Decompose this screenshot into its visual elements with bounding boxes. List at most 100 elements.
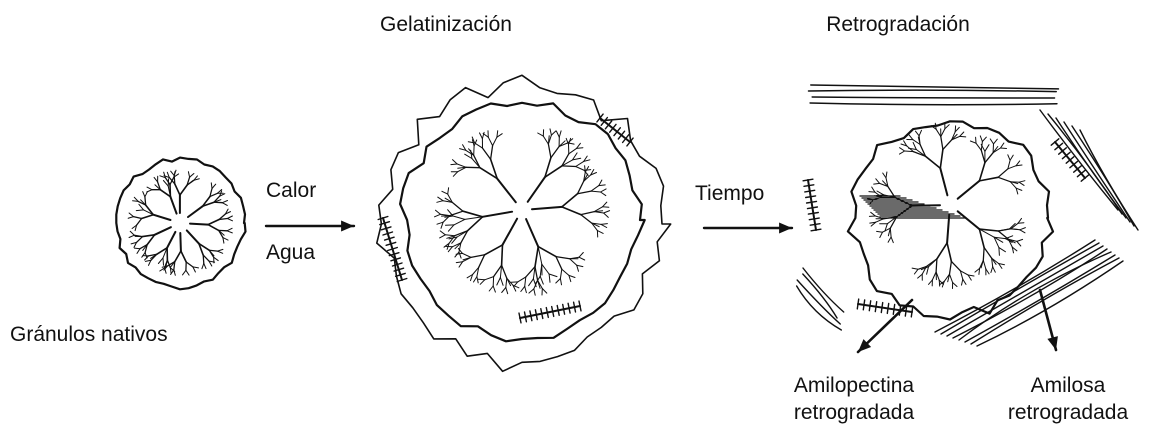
amylopectin-branch — [497, 179, 516, 203]
native-branch — [167, 232, 175, 248]
amylopectin-branch — [601, 224, 607, 225]
retrograded-amylopectin-branch — [1010, 229, 1018, 230]
retrograded-amylopectin-branch — [982, 137, 986, 141]
native-branch — [171, 171, 175, 175]
native-branch — [175, 251, 181, 262]
amylopectin-branch — [526, 219, 538, 247]
amylopectin-branch — [538, 247, 556, 257]
amylopectin-branch — [570, 259, 577, 265]
native-branch — [188, 172, 189, 178]
amylopectin-branch — [477, 277, 478, 283]
retrograded-amylopectin-branch — [1001, 148, 1007, 149]
retrograded-amylopectin-branch — [872, 187, 875, 192]
amylopectin-branch — [462, 253, 471, 257]
retrograded-amylopectin-branch — [874, 183, 880, 184]
amylopectin-branch — [478, 279, 484, 280]
amilopectina-label: Amilopectina retrogradada — [794, 372, 914, 426]
amylopectin-branch — [480, 133, 483, 139]
retrograded-amylopectin-branch — [941, 129, 945, 137]
retrograded-strand-right — [1080, 130, 1138, 230]
native-granule-outline — [116, 158, 245, 290]
amylopectin-branch — [448, 188, 449, 194]
retrograded-strand-right — [1072, 126, 1134, 226]
amylopectin-branch — [576, 161, 584, 166]
agua-label: Agua — [266, 242, 315, 263]
retrograded-amylopectin-branch — [913, 142, 916, 149]
amylopectin-branch — [463, 211, 483, 217]
native-branch — [214, 257, 219, 260]
native-branch — [218, 251, 223, 253]
retrograded-amylopectin-branch — [951, 261, 960, 270]
amylopectin-branch — [577, 265, 583, 266]
amylopectin-branch — [532, 207, 562, 209]
amylopectin-branch — [474, 277, 477, 282]
gelatinized-inner-outline — [400, 103, 645, 341]
amylopectin-branch — [576, 167, 585, 171]
gelatinized-granule — [377, 75, 671, 371]
retrograded-amylopectin-branch — [985, 153, 993, 163]
retrograded-amylopectin-branch — [876, 219, 884, 223]
amylopectin-branch — [479, 255, 485, 267]
granulos-nativos-label: Gránulos nativos — [10, 324, 168, 345]
amylopectin-branch — [455, 252, 459, 257]
retrograded-amylopectin-branch — [1010, 155, 1013, 160]
amylopectin-branch — [465, 154, 472, 158]
retrograded-amylopectin-branch — [979, 268, 980, 274]
amylopectin-branch — [604, 211, 610, 213]
amylopectin-branch — [529, 289, 534, 293]
amylopectin-branch — [591, 191, 600, 192]
retrograded-amylopectin-branch — [993, 267, 996, 272]
native-branch — [147, 187, 152, 190]
native-branch — [143, 192, 145, 197]
retrograded-amylopectin-branch — [877, 231, 883, 232]
retrograded-amylopectin-branch — [936, 259, 937, 272]
amylopectin-branch — [502, 288, 506, 293]
amylose-hatch — [383, 218, 402, 280]
native-branch — [181, 251, 186, 262]
amylopectin-branch — [548, 144, 551, 158]
native-branch — [175, 184, 180, 195]
retrograded-amylopectin-branch — [991, 267, 993, 273]
retrograded-strand-bottom — [947, 246, 1103, 336]
amylopectin-branch — [543, 136, 548, 144]
native-branch — [134, 248, 140, 249]
calor-agua-arrow — [341, 221, 354, 232]
retrograded-strand-left — [803, 274, 837, 318]
native-branch — [129, 213, 133, 217]
amylopectin-branch — [445, 235, 454, 236]
retrograded-amylopectin-branch — [998, 177, 1010, 181]
retrograded-amylopectin-branch — [883, 173, 886, 178]
retrograded-strand-top — [812, 97, 1054, 98]
retrograded-strand-right — [1048, 114, 1122, 214]
amylopectin-branch — [452, 202, 463, 211]
amylopectin-branch — [442, 216, 450, 217]
native-branch — [128, 217, 133, 219]
retrograded-amylopectin-branch — [918, 274, 923, 278]
amylopectin-branch — [534, 289, 535, 295]
retrograded-amylopectin-branch — [869, 192, 875, 193]
retrograded-strand-bottom — [965, 255, 1115, 342]
retrograded-amylopectin-branch — [998, 169, 1008, 178]
amylopectin-branch — [556, 257, 570, 259]
retrograded-amylopectin-branch — [950, 274, 953, 282]
amylopectin-branch — [562, 269, 569, 275]
retrograded-amylopectin-branch — [941, 137, 943, 150]
amylopectin-branch — [457, 164, 466, 167]
amilosa-line1: Amilosa — [1008, 372, 1128, 399]
native-branch — [180, 233, 181, 251]
native-branch — [153, 215, 170, 220]
retrograded-strand-bottom — [977, 261, 1123, 346]
native-branch — [183, 270, 186, 275]
retrograded-amylopectin-branch — [1008, 166, 1016, 169]
amylopectin-branch — [453, 160, 458, 164]
amylopectin-branch — [475, 143, 483, 148]
native-branch — [145, 192, 148, 197]
retrograded-strand-bottom — [935, 240, 1095, 332]
native-branch — [139, 204, 144, 210]
amylopectin-branch — [559, 131, 561, 137]
amylopectin-branch — [500, 278, 503, 286]
native-branch — [188, 206, 203, 217]
amylopectin-branch — [442, 191, 448, 194]
retrograded-amylopectin-branch — [1001, 143, 1004, 148]
